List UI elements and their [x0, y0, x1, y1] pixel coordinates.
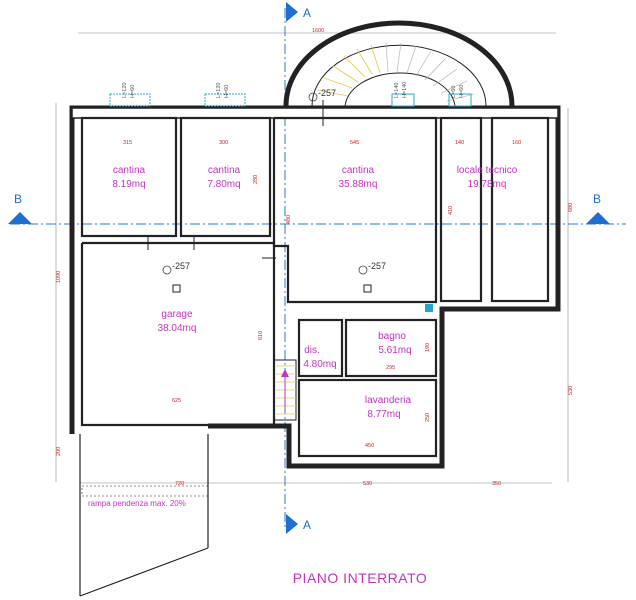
ramp [79, 434, 209, 597]
windows [109, 93, 472, 107]
svg-text:250: 250 [425, 413, 431, 422]
window-1-width: L=120 [122, 83, 128, 98]
room-area: 5.61mq [378, 345, 411, 356]
room-name: dis. [304, 345, 320, 356]
room-name: cantina [208, 165, 241, 176]
room-area: 38.04mq [158, 323, 197, 334]
svg-text:190: 190 [425, 343, 431, 352]
room-area: 7.80mq [207, 179, 240, 190]
room-name: bagno [378, 331, 406, 342]
room-name: locale tecnico [457, 165, 518, 176]
svg-text:450: 450 [365, 443, 374, 449]
svg-text:200: 200 [56, 447, 62, 456]
elevation-label: -257 [318, 88, 336, 98]
elevation-label: -257 [368, 261, 386, 271]
elevation-markers [162, 92, 368, 275]
outer-walls [69, 105, 561, 469]
svg-text:350: 350 [492, 481, 501, 487]
ramp-note: rampa pendenza max. 20% [88, 499, 186, 508]
svg-text:315: 315 [123, 140, 132, 146]
window-2-height: H=60 [224, 85, 230, 98]
drain-marker [425, 304, 433, 312]
window-4-width: L=60 [451, 86, 457, 98]
room-area: 8.77mq [367, 409, 400, 420]
window-4-height: H=60 [459, 85, 465, 98]
svg-text:625: 625 [172, 398, 181, 404]
svg-text:B: B [593, 192, 601, 206]
interior-walls [80, 116, 550, 458]
room-name: cantina [113, 165, 146, 176]
svg-text:280: 280 [253, 175, 259, 184]
window-1-height: H=60 [130, 85, 136, 98]
svg-text:140: 140 [455, 140, 464, 146]
section-marker-a-bottom: A [286, 514, 311, 534]
svg-text:295: 295 [386, 365, 395, 371]
dimension-labels: 1600 315 300 545 140 160 280 480 410 680… [56, 28, 574, 487]
svg-text:610: 610 [258, 331, 264, 340]
svg-text:300: 300 [219, 140, 228, 146]
svg-text:A: A [303, 518, 311, 532]
room-area: 8.19mq [112, 179, 145, 190]
elevation-label: -257 [172, 261, 190, 271]
room-area: 35.88mq [339, 179, 378, 190]
door-marks [147, 100, 372, 293]
svg-text:480: 480 [286, 215, 292, 224]
svg-text:680: 680 [568, 203, 574, 212]
svg-text:410: 410 [448, 206, 454, 215]
svg-text:160: 160 [512, 140, 521, 146]
svg-text:530: 530 [363, 481, 372, 487]
room-area: 4.80mq [303, 359, 336, 370]
room-name: garage [161, 309, 193, 320]
dimension-lines [55, 32, 569, 484]
straight-stair [273, 359, 297, 421]
room-name: lavanderia [365, 395, 412, 406]
svg-text:1600: 1600 [312, 28, 324, 34]
section-marker-b-right: B [586, 192, 610, 224]
room-name: cantina [342, 165, 375, 176]
svg-text:1090: 1090 [56, 271, 62, 283]
svg-text:545: 545 [350, 140, 359, 146]
svg-text:B: B [14, 192, 22, 206]
svg-text:A: A [303, 6, 311, 20]
svg-text:530: 530 [568, 386, 574, 395]
drawing-title: PIANO INTERRATO [293, 570, 428, 586]
window-3-height: H=140 [402, 82, 408, 98]
svg-text:720: 720 [175, 481, 184, 487]
window-2-width: L=120 [216, 83, 222, 98]
room-area: 19.78mq [468, 179, 507, 190]
window-3-width: L=140 [394, 83, 400, 98]
curved-staircase [283, 20, 515, 109]
section-marker-b-left: B [8, 192, 32, 224]
section-marker-a-top: A [286, 2, 311, 22]
